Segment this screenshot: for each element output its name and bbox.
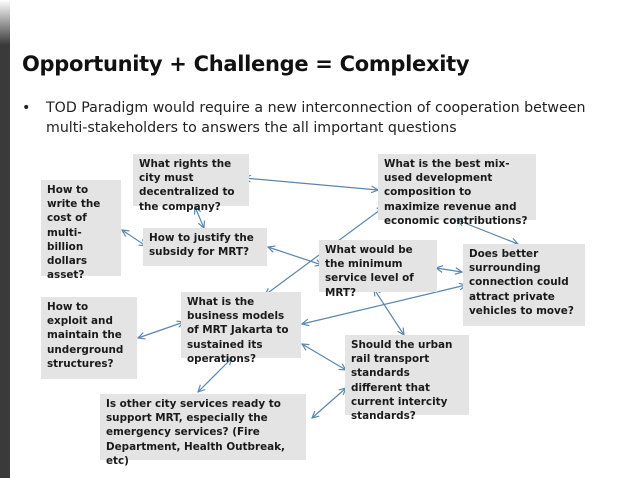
box-city-services: Is other city services ready to support … [100,394,306,467]
accent-bar [0,0,10,478]
arrow-surrounding-business [302,285,466,324]
bullet-text: TOD Paradigm would require a new interco… [46,100,586,136]
arrow-minservice-surrounding [436,268,462,272]
bullet-dot: • [22,100,31,116]
box-surrounding: Does better surrounding connection could… [463,244,585,326]
box-rights: What rights the city must decentralized … [133,154,249,213]
arrow-rights-mixused [244,178,378,190]
box-write-cost: How to write the cost of multi-billion d… [41,180,121,281]
box-mix-used: What is the best mix-used development co… [378,154,536,227]
box-urban-rail: Should the urban rail transport standard… [345,335,469,422]
arrow-minservice-urbanrail [374,289,404,335]
box-business: What is the business models of MRT Jakar… [181,292,301,365]
arrow-business-exploit [138,322,184,338]
box-subsidy: How to justify the subsidy for MRT? [143,228,267,266]
arrow-rights-subsidy [195,207,204,228]
arrow-mixused-surrounding [457,220,518,244]
slide-title: Opportunity + Challenge = Complexity [22,52,470,76]
box-min-service: What would be the minimum service level … [319,240,437,299]
box-exploit: How to exploit and maintain the undergro… [41,297,137,379]
arrow-subsidy-minservice [268,247,322,265]
arrow-cost-subsidy [122,230,146,246]
arrow-business-cityservices [198,358,232,392]
arrow-cityservices-urbanrail [312,388,346,418]
arrow-business-urbanrail [302,344,346,370]
bullet-item: • TOD Paradigm would require a new inter… [22,98,622,138]
